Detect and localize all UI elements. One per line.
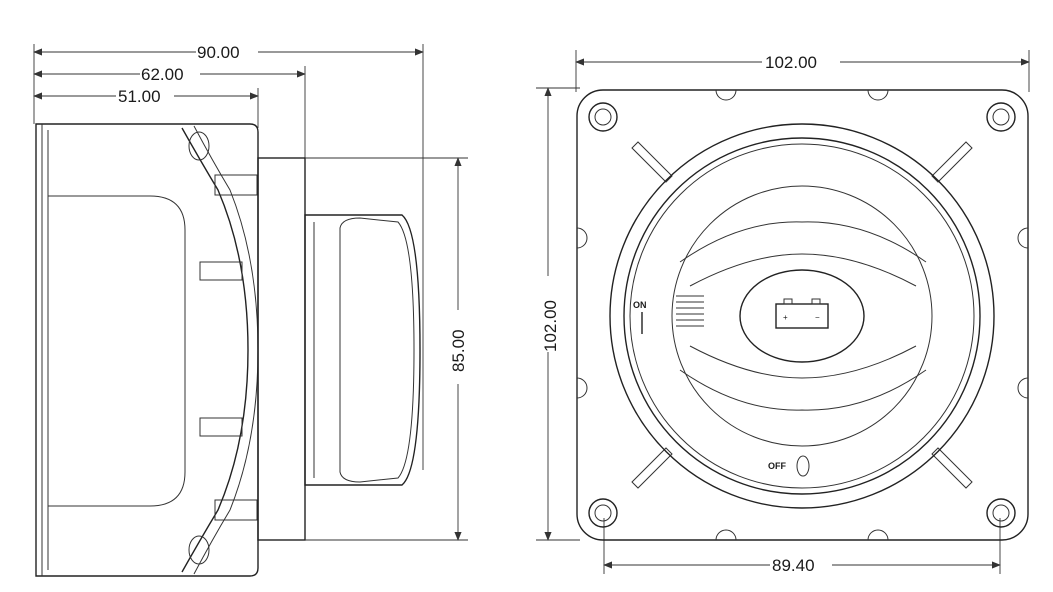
knob-wing xyxy=(679,221,927,263)
corner-holes xyxy=(588,102,1016,528)
knob-wing xyxy=(679,369,927,411)
diagonal-ribs xyxy=(631,141,973,489)
grip-lines xyxy=(676,295,704,327)
clip-tab xyxy=(214,499,258,521)
clip-tab xyxy=(214,174,258,196)
inner-ring xyxy=(623,137,981,495)
switch-body xyxy=(35,123,259,577)
overall-depth-label: 90.00 xyxy=(197,43,240,62)
outer-ring xyxy=(609,123,995,509)
knob-height-label: 85.00 xyxy=(449,329,468,372)
mount-hole xyxy=(188,535,210,565)
clip-tab xyxy=(199,261,243,281)
knob-ridge xyxy=(689,253,917,287)
mid-depth-label: 62.00 xyxy=(141,65,184,84)
knob-face xyxy=(339,217,415,483)
front-view: 102.00 102.00 89.40 xyxy=(536,50,1030,575)
body-depth-label: 51.00 xyxy=(118,87,161,106)
knob xyxy=(304,214,421,486)
battery-plus: + xyxy=(783,313,788,322)
battery-minus: − xyxy=(815,313,820,322)
off-indicator xyxy=(796,455,810,477)
battery-icon xyxy=(775,298,829,329)
height-label: 102.00 xyxy=(541,300,560,352)
width-label: 102.00 xyxy=(765,53,817,72)
on-label: ON xyxy=(633,300,647,310)
off-label: OFF xyxy=(768,461,786,471)
bezel xyxy=(629,143,975,489)
edge-notches xyxy=(576,89,1029,541)
clip-tab xyxy=(199,417,243,437)
knob-center xyxy=(739,269,865,363)
knob-ridge xyxy=(689,345,917,379)
mounting-collar xyxy=(257,157,306,541)
knob-outline xyxy=(671,185,933,447)
side-view: 90.00 62.00 51.00 xyxy=(33,43,468,577)
flange-curve xyxy=(181,127,249,573)
side-window xyxy=(48,195,186,507)
hole-spacing-label: 89.40 xyxy=(772,556,815,575)
mounting-plate xyxy=(576,89,1029,541)
mount-hole xyxy=(188,131,210,161)
